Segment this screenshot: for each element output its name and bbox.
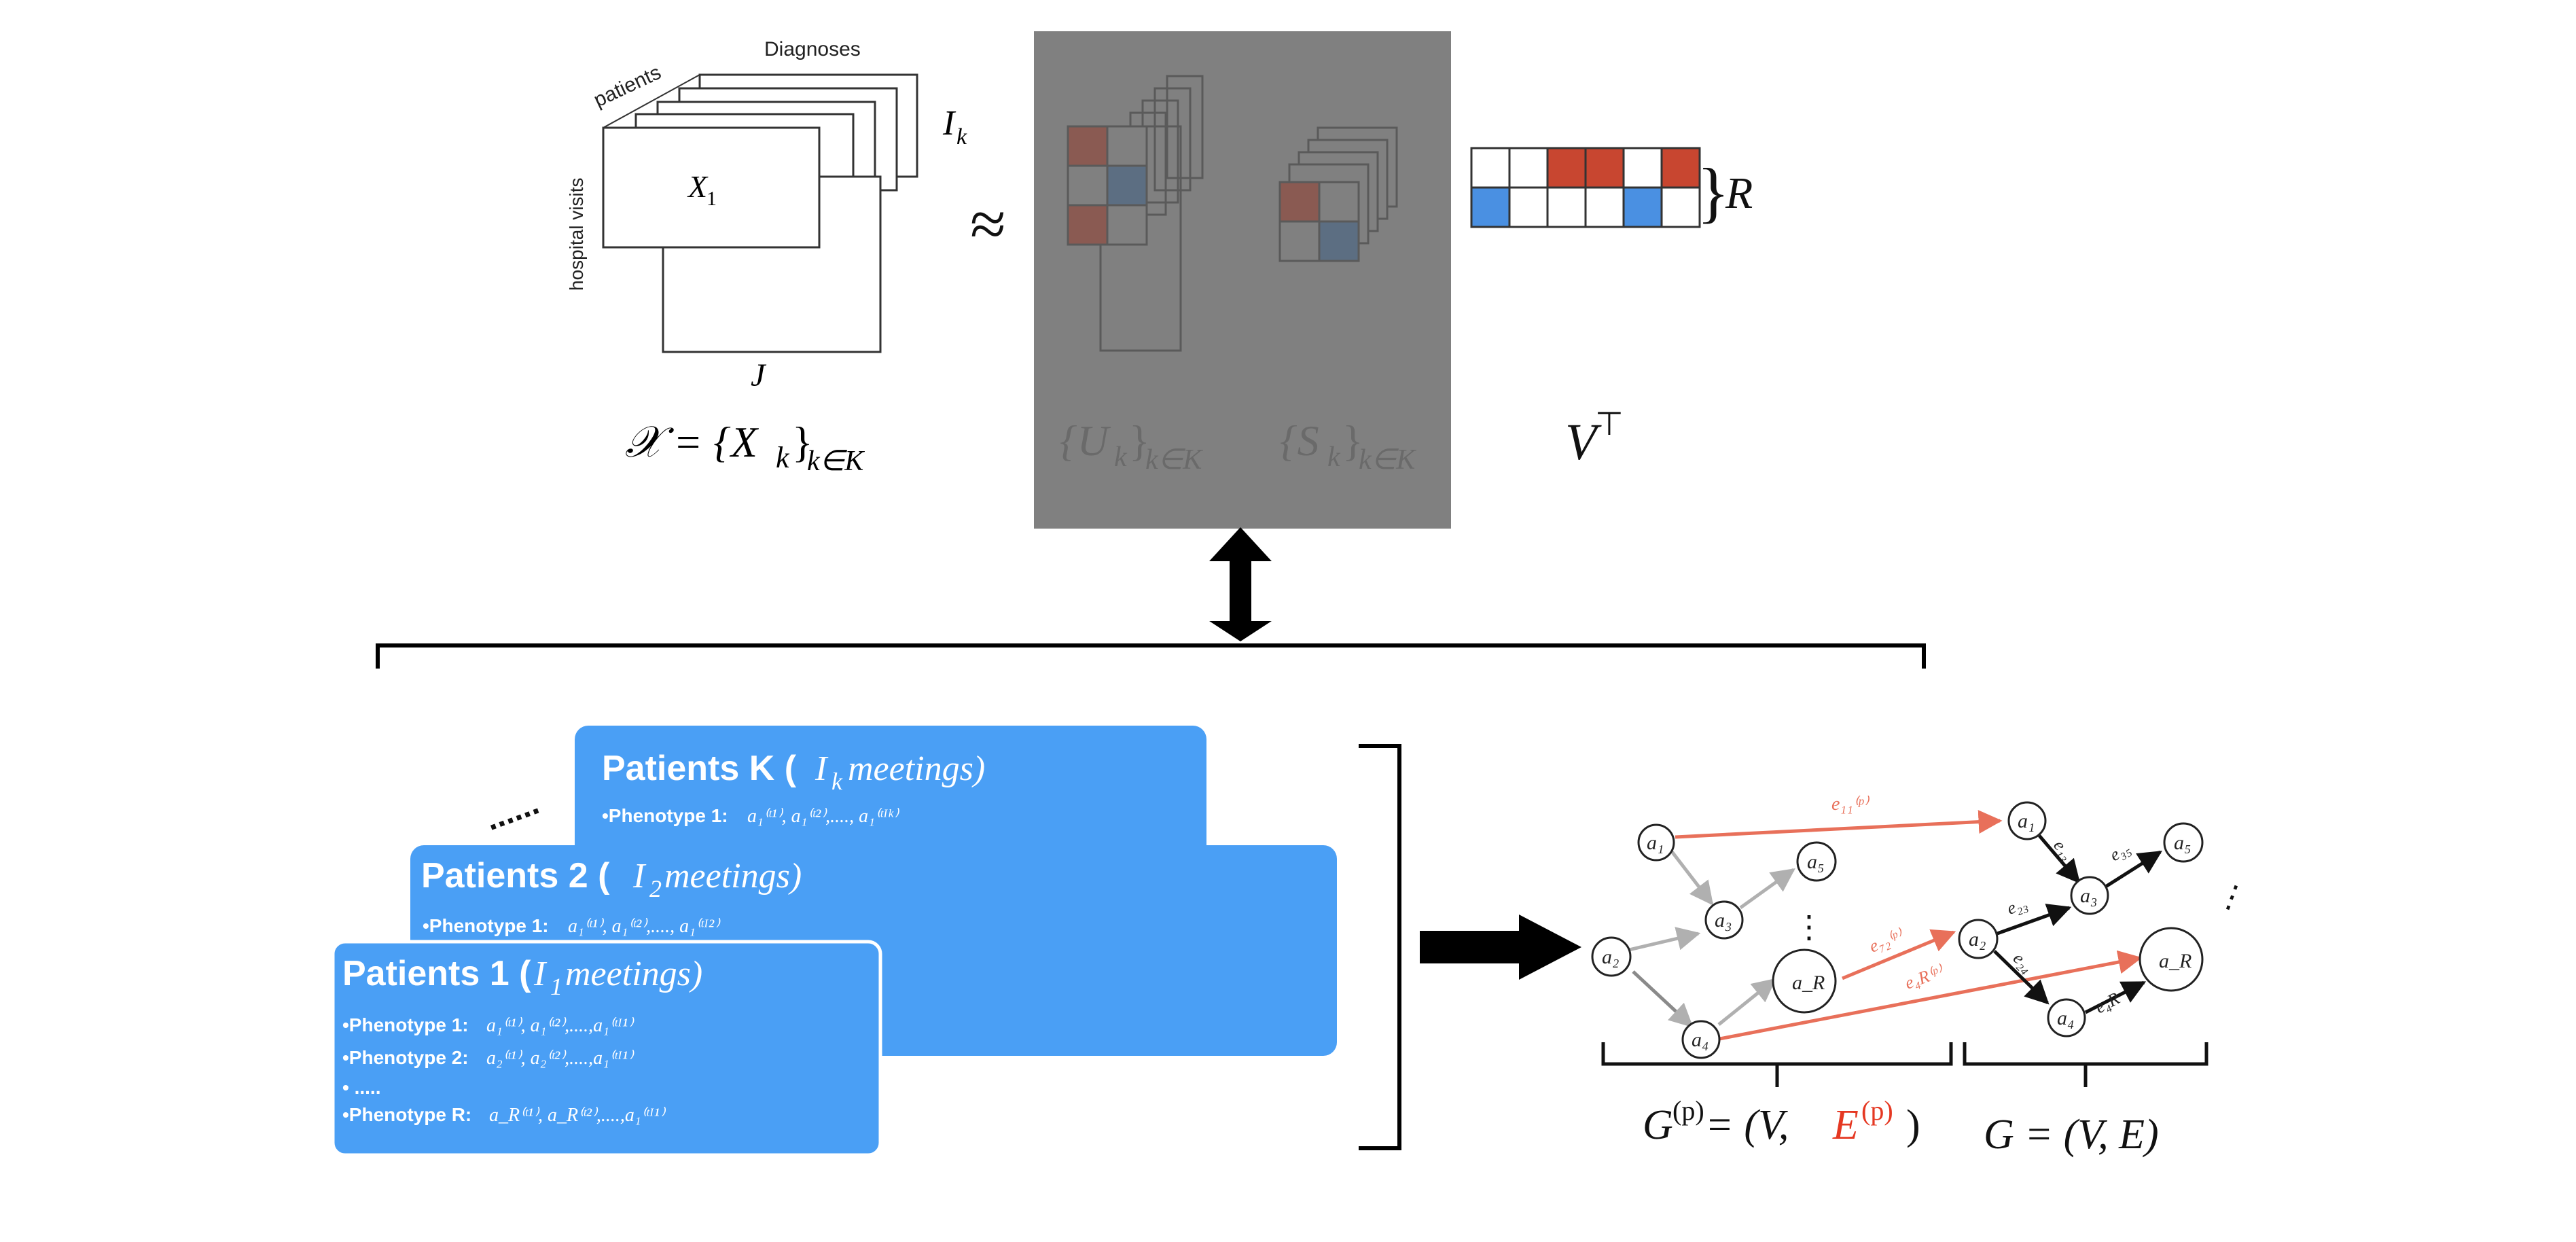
- tensor-formula-sub: k∈K: [807, 446, 865, 477]
- big-right-arrow: [1420, 915, 1581, 980]
- gp-edge-e4r: e₄R⁽ᵖ⁾: [1902, 961, 1947, 993]
- s-label-sub: k∈K: [1359, 444, 1416, 476]
- tensor-formula: 𝒳 = {X: [625, 418, 759, 466]
- axis-visits-label: hospital visits: [566, 177, 587, 291]
- g-edge-e23: e₂₃: [2005, 893, 2030, 919]
- card-2-line1: •Phenotype 1:: [423, 915, 549, 936]
- cards-bracket: [1359, 744, 1401, 1150]
- gp-node-a5: a₅: [1807, 851, 1824, 873]
- u-label-close: }: [1129, 416, 1150, 465]
- approx-symbol: ≈: [970, 188, 1006, 260]
- card-k-title-math: I: [815, 749, 829, 788]
- g-caption: G = (V, E): [1984, 1112, 2159, 1158]
- card-1-line1-math: a₁⁽ᵗ¹⁾, a₁⁽ᵗ²⁾,....,a₁⁽ᵗᴵ¹⁾: [486, 1015, 634, 1036]
- r-label: R: [1725, 168, 1753, 218]
- card-2-title-tail: meetings): [664, 857, 802, 895]
- card-k-line1-math: a₁⁽ᵗ¹⁾, a₁⁽ᵗ²⁾,...., a₁⁽ᵗᴵᵏ⁾: [747, 806, 900, 827]
- card-1-title-math: I: [533, 955, 548, 993]
- ik-label: I: [942, 104, 956, 143]
- card-2-line1-math: a₁⁽ᵗ¹⁾, a₁⁽ᵗ²⁾,...., a₁⁽ᵗᴵ²⁾: [568, 916, 721, 937]
- top-bracket: [376, 643, 1926, 669]
- g-edge-e13: e₁₃: [2050, 836, 2077, 864]
- axis-diagnoses-label: Diagnoses: [764, 38, 861, 60]
- tensor-slice-x1: [602, 126, 821, 249]
- card-1-title-sub: 1: [550, 973, 562, 1000]
- tensor-stack: [602, 73, 918, 353]
- gp-ellipsis: ⋮: [1793, 910, 1825, 944]
- card-1-line1: •Phenotype 1:: [342, 1014, 469, 1035]
- gp-edge-e72: e₇₂⁽ᵖ⁾: [1866, 925, 1906, 957]
- card-k-title-sub: k: [831, 768, 843, 795]
- v-label: V: [1565, 414, 1602, 471]
- gp-node-a3: a₃: [1715, 909, 1732, 931]
- tensor-edge: [603, 74, 700, 128]
- card-1-title-tail: meetings): [565, 955, 702, 993]
- g-node-a4: a₄: [2057, 1007, 2074, 1029]
- u-label: {U: [1060, 416, 1111, 465]
- card-k-title: Patients K (: [602, 749, 797, 788]
- graph-g: a₁ a₅ a₃ a₂ a_R a₄ e₁₃ e₃₅ e₂₃ e₂₄ e₄R ⋮: [1958, 801, 2253, 1037]
- tensor-formula-k: k: [776, 441, 790, 474]
- gp-brace: [1601, 1042, 1953, 1087]
- g-node-a5: a₅: [2174, 832, 2191, 854]
- card-1-line2: •Phenotype 2:: [342, 1047, 469, 1068]
- u-grid: [1067, 125, 1148, 246]
- u-label-k: k: [1114, 442, 1128, 473]
- g-ellipsis: ⋮: [2212, 875, 2253, 919]
- ik-sub: k: [956, 124, 967, 149]
- u-label-sub: k∈K: [1145, 444, 1203, 476]
- g-node-a2: a₂: [1969, 928, 1986, 951]
- g-edge-e4r: e₄R: [2092, 989, 2123, 1018]
- s-label-k: k: [1327, 442, 1341, 473]
- card-k-line1: •Phenotype 1:: [602, 805, 728, 826]
- slice-x-label: X: [687, 169, 709, 204]
- g-brace: [1963, 1042, 2208, 1087]
- v-matrix: [1470, 147, 1701, 228]
- gp-edge-e11: e₁₁⁽ᵖ⁾: [1831, 794, 1870, 815]
- card-1-line4: •Phenotype R:: [342, 1104, 471, 1125]
- card-2-title-sub: 2: [649, 875, 662, 902]
- gp-caption-close: ): [1906, 1102, 1920, 1148]
- v-sup: ⊤: [1595, 406, 1624, 442]
- tensor-formula-close: }: [792, 418, 813, 466]
- cards-ellipsis: ......: [480, 785, 543, 838]
- g-node-ar: a_R: [2159, 950, 2192, 972]
- gp-node-ar: a_R: [1792, 972, 1825, 994]
- gp-caption-eq: = (V,: [1705, 1102, 1789, 1148]
- card-2-title-math: I: [632, 857, 647, 895]
- card-patients-1: Patients 1 ( I 1 meetings) •Phenotype 1:…: [331, 940, 882, 1157]
- axis-patients-label: patients: [590, 61, 664, 111]
- gp-caption-sup: (p): [1672, 1095, 1704, 1126]
- gp-node-a4: a₄: [1692, 1029, 1709, 1051]
- g-edge-e35: e₃₅: [2107, 838, 2134, 865]
- g-edge-e24: e₂₄: [2009, 948, 2037, 976]
- gp-node-a1: a₁: [1647, 832, 1664, 854]
- card-2-title: Patients 2 (: [421, 856, 610, 895]
- s-label: {S: [1280, 416, 1319, 465]
- card-1-line3: • .....: [342, 1077, 380, 1098]
- gp-caption-e: E: [1832, 1102, 1859, 1148]
- s-label-close: }: [1342, 416, 1363, 465]
- graph-p: a₁ a₅ a₃ a₂ a_R a₄ e₁₁⁽ᵖ⁾ e₇₂⁽ᵖ⁾ e₄R⁽ᵖ⁾ …: [1591, 794, 2143, 1059]
- g-node-a3: a₃: [2080, 885, 2097, 907]
- card-1-title: Patients 1 (: [342, 954, 531, 993]
- gp-node-a2: a₂: [1602, 946, 1619, 968]
- factor-panel: [1034, 31, 1451, 529]
- gp-caption-g: G: [1643, 1102, 1673, 1148]
- gp-caption-e-sup: (p): [1861, 1095, 1893, 1126]
- j-label: J: [751, 357, 767, 393]
- r-brace: }: [1697, 154, 1730, 230]
- g-node-a1: a₁: [2018, 810, 2035, 832]
- card-k-title-tail: meetings): [848, 749, 985, 788]
- double-arrow: [1209, 527, 1272, 641]
- slice-x-sub: 1: [706, 188, 717, 210]
- card-1-line4-math: a_R⁽ᵗ¹⁾, a_R⁽ᵗ²⁾,....,a₁⁽ᵗᴵ¹⁾: [489, 1105, 666, 1126]
- card-1-line2-math: a₂⁽ᵗ¹⁾, a₂⁽ᵗ²⁾,....,a₁⁽ᵗᴵ¹⁾: [486, 1048, 634, 1069]
- s-factor: [1278, 126, 1398, 262]
